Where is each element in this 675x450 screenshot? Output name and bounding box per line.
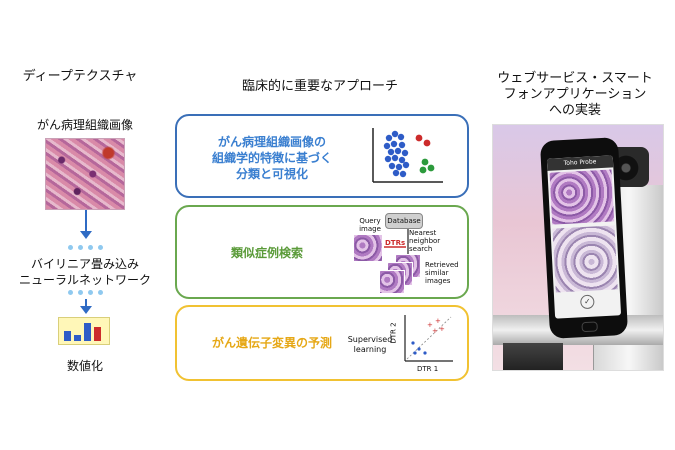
smartphone-microscope-photo: Toho Probe ✓ <box>492 124 664 371</box>
microscope-base <box>503 343 563 370</box>
x-axis-label: DTR 1 <box>417 365 439 373</box>
down-arrow-2 <box>85 299 87 307</box>
app-check-icon[interactable]: ✓ <box>579 294 595 310</box>
phone-home-indicator <box>581 321 598 333</box>
down-arrow-2-head <box>80 306 92 314</box>
down-arrow-1-head <box>80 231 92 239</box>
smartphone-screen: Toho Probe ✓ <box>546 155 622 319</box>
classification-text-line3: 分類と可視化 <box>235 167 308 181</box>
histology-image <box>45 138 125 210</box>
numeric-bar-chart-icon <box>58 317 110 345</box>
classification-box: がん病理組織画像の 組織学的特徴に基づく 分類と可視化 <box>175 114 469 198</box>
right-title-line3: への実装 <box>548 103 601 118</box>
svg-text:+: + <box>439 325 445 333</box>
y-axis-label: DTR 2 <box>389 322 398 344</box>
middle-column-title: 臨床的に重要なアプローチ <box>241 79 398 94</box>
mutation-scatter-icon: ++++ <box>404 315 453 362</box>
database-icon: Database <box>385 213 423 229</box>
query-image <box>354 235 382 261</box>
app-tissue-image-1 <box>549 169 615 225</box>
svg-text:+: + <box>435 317 441 325</box>
app-tissue-image-2 <box>552 225 618 293</box>
right-title-line1: ウェブサービス・スマート <box>497 71 653 86</box>
network-dots-top <box>60 245 120 253</box>
similar-case-search-label: 類似症例検索 <box>230 246 303 260</box>
svg-text:+: + <box>427 321 433 329</box>
down-arrow-1 <box>85 210 87 232</box>
network-dots-bottom <box>60 290 120 298</box>
image-label: がん病理組織画像 <box>36 118 133 132</box>
mutation-prediction-label: がん遺伝子変異の予測 <box>211 336 332 350</box>
network-label-line1: バイリニア畳み込み <box>30 257 139 271</box>
smartphone: Toho Probe ✓ <box>539 137 629 339</box>
right-title-line2: フォンアプリケーション <box>503 87 647 102</box>
classification-text-line2: 組織学的特徴に基づく <box>211 151 332 165</box>
classification-text-line1: がん病理組織画像の <box>217 135 326 149</box>
dtr-label: DTRs <box>385 239 406 247</box>
svg-text:+: + <box>432 327 438 335</box>
retrieved-image-3 <box>379 270 405 294</box>
output-label: 数値化 <box>66 359 103 373</box>
classification-scatter-icon <box>372 128 443 183</box>
network-label-line2: ニューラルネットワーク <box>18 273 151 287</box>
left-column-title: ディープテクスチャ <box>22 69 138 84</box>
app-header: Toho Probe <box>546 155 614 171</box>
